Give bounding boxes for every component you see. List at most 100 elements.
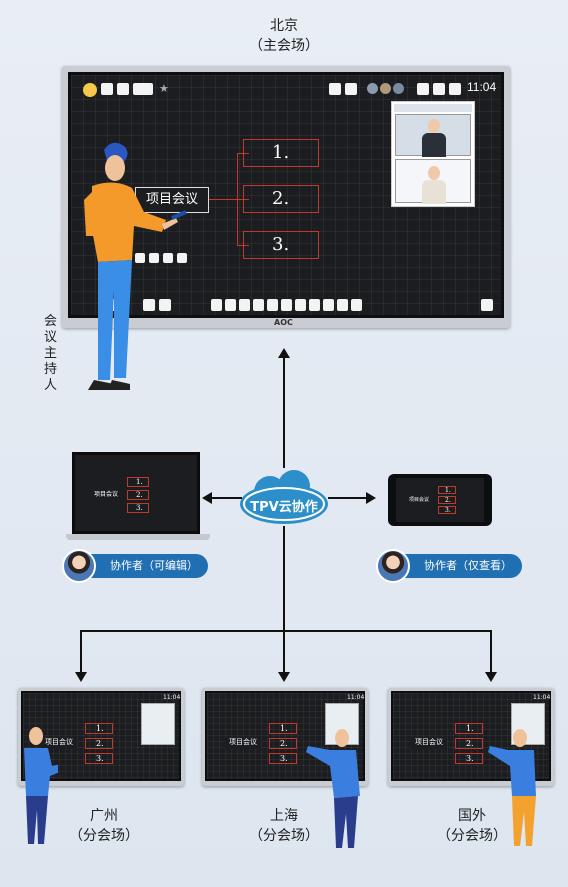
laptop-item-3: 3. xyxy=(127,503,149,513)
host-figure xyxy=(84,142,187,390)
branch-display-guangzhou: 11:04 项目会议 1. 2. 3. xyxy=(18,688,184,786)
edit-tool[interactable] xyxy=(163,253,173,263)
page-button[interactable] xyxy=(159,299,171,311)
branch-city: 广州 xyxy=(90,808,118,824)
edit-tool[interactable] xyxy=(177,253,187,263)
clock: 11:04 xyxy=(163,694,181,701)
bottom-toolbar xyxy=(211,299,371,311)
participant-figure-shanghai xyxy=(306,729,360,848)
tool-button[interactable] xyxy=(253,299,264,311)
tool-button[interactable] xyxy=(281,299,292,311)
tool-button[interactable] xyxy=(211,299,222,311)
video-call-panel xyxy=(141,703,175,745)
branch-item-2: 2. xyxy=(269,738,297,749)
brand-logo: AOC xyxy=(274,318,293,327)
phone-icon: 项目会议 1. 2. 3. xyxy=(388,474,492,526)
page-button[interactable] xyxy=(143,299,155,311)
phone-topic: 项目会议 xyxy=(404,496,434,506)
tool-button[interactable] xyxy=(337,299,348,311)
topic-box[interactable]: 项目会议 xyxy=(135,187,209,213)
video-call-panel xyxy=(391,101,475,207)
arrow-icon xyxy=(75,672,87,682)
laptop-topic: 项目会议 xyxy=(89,489,123,501)
toolbar-button[interactable] xyxy=(101,83,113,95)
main-site-label: 北京 （主会场） xyxy=(234,16,334,56)
main-site-city: 北京 xyxy=(270,18,298,34)
item-box-1[interactable]: 1. xyxy=(243,139,319,167)
tool-button[interactable] xyxy=(239,299,250,311)
branch-label-overseas: 国外 （分会场） xyxy=(424,806,520,846)
participant-figure-overseas xyxy=(488,729,536,846)
video-tile-speaker xyxy=(395,114,471,157)
branch-topic: 项目会议 xyxy=(41,737,77,749)
toolbar-button[interactable] xyxy=(329,83,341,95)
branch-item-2: 2. xyxy=(455,738,483,749)
participant-avatars xyxy=(367,83,407,95)
branch-role: （分会场） xyxy=(249,828,319,844)
branch-item-1: 1. xyxy=(85,723,113,734)
avatar-icon xyxy=(376,549,410,583)
arrow-icon xyxy=(490,630,492,674)
main-display: ★ 11:04 项目会议 1 xyxy=(62,66,510,328)
toolbar-button[interactable] xyxy=(345,83,357,95)
toolbar-button[interactable] xyxy=(133,83,153,95)
cloud-label: TPV云协作 xyxy=(250,500,318,515)
edit-tool[interactable] xyxy=(135,253,145,263)
phone-item-2: 2. xyxy=(438,496,456,504)
tool-button[interactable] xyxy=(225,299,236,311)
toolbar-button[interactable] xyxy=(433,83,445,95)
clock: 11:04 xyxy=(347,694,365,701)
branch-label-guangzhou: 广州 （分会场） xyxy=(56,806,152,846)
toolbar-button[interactable] xyxy=(117,83,129,95)
toolbar-button[interactable] xyxy=(417,83,429,95)
branch-item-1: 1. xyxy=(269,723,297,734)
arrow-icon xyxy=(80,630,82,674)
page-button[interactable] xyxy=(481,299,493,311)
arrow-icon xyxy=(485,672,497,682)
arrow-icon xyxy=(283,526,285,676)
avatar-icon xyxy=(62,549,96,583)
branch-item-3: 3. xyxy=(269,753,297,764)
collaborator-viewonly-badge: 协作者（仅查看） xyxy=(386,554,522,578)
tool-button[interactable] xyxy=(309,299,320,311)
tool-button[interactable] xyxy=(267,299,278,311)
branch-label-shanghai: 上海 （分会场） xyxy=(236,806,332,846)
branch-item-3: 3. xyxy=(455,753,483,764)
video-tile-guest xyxy=(395,159,471,204)
host-label: 会议主持人 xyxy=(44,314,58,393)
item-box-2[interactable]: 2. xyxy=(243,185,319,213)
menu-button[interactable] xyxy=(83,83,97,97)
main-site-role: （主会场） xyxy=(249,38,319,54)
arrow-icon xyxy=(278,672,290,682)
laptop-icon: 项目会议 1. 2. 3. xyxy=(66,452,210,544)
laptop-item-2: 2. xyxy=(127,490,149,500)
tool-button[interactable] xyxy=(323,299,334,311)
branch-item-1: 1. xyxy=(455,723,483,734)
tool-button[interactable] xyxy=(351,299,362,311)
arrow-icon xyxy=(202,492,212,504)
arrow-icon xyxy=(283,356,285,468)
branch-topic: 项目会议 xyxy=(411,737,447,749)
branch-city: 上海 xyxy=(270,808,298,824)
phone-item-1: 1. xyxy=(438,486,456,494)
toolbar-button[interactable] xyxy=(449,83,461,95)
star-icon[interactable]: ★ xyxy=(159,82,169,95)
cloud-icon xyxy=(240,470,328,524)
arrow-icon xyxy=(210,497,242,499)
arrow-icon xyxy=(366,492,376,504)
participant-figure-guangzhou xyxy=(24,727,58,844)
clock: 11:04 xyxy=(467,80,497,94)
arrow-icon xyxy=(80,630,492,632)
main-display-screen: ★ 11:04 项目会议 1 xyxy=(68,72,504,318)
edit-tool[interactable] xyxy=(149,253,159,263)
connector xyxy=(209,199,237,200)
tool-button[interactable] xyxy=(295,299,306,311)
branch-item-3: 3. xyxy=(85,753,113,764)
clock: 11:04 xyxy=(533,694,551,701)
branch-city: 国外 xyxy=(458,808,486,824)
item-box-3[interactable]: 3. xyxy=(243,231,319,259)
branch-topic: 项目会议 xyxy=(225,737,261,749)
arrow-icon xyxy=(328,497,368,499)
branch-role: （分会场） xyxy=(69,828,139,844)
branch-item-2: 2. xyxy=(85,738,113,749)
